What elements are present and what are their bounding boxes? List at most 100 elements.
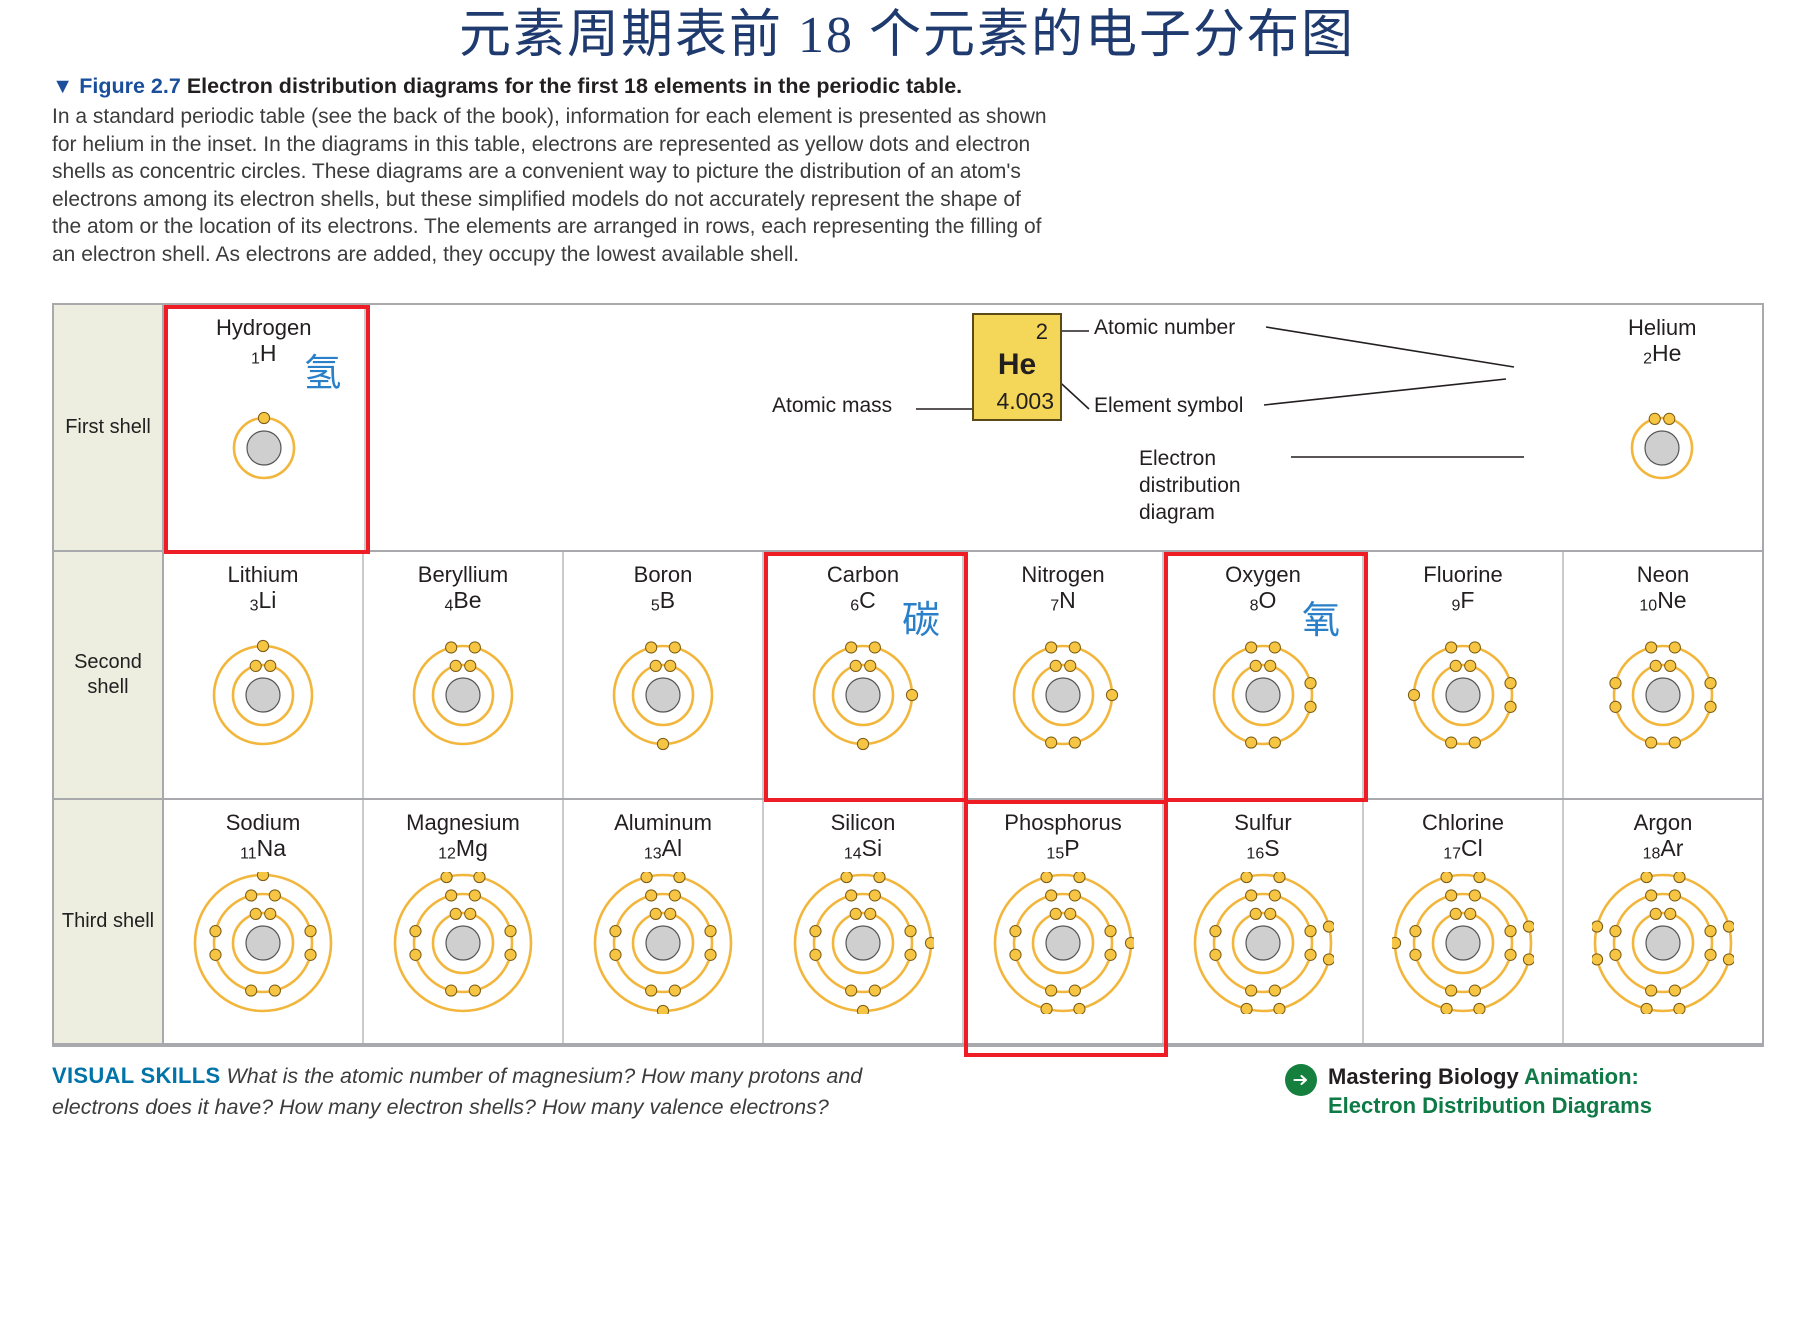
element-cell-boron[interactable]: Boron 5B [564, 552, 764, 798]
element-atomic-number: 12 [438, 845, 456, 863]
element-name: Sulfur [1234, 810, 1292, 835]
element-name: Boron [633, 562, 693, 587]
atom-diagram-wrapper [992, 868, 1138, 1019]
element-name: Beryllium [417, 562, 509, 587]
figure-headline: ▼ Figure 2.7 Electron distribution diagr… [52, 72, 1052, 100]
element-symbol: 15P [1046, 835, 1079, 868]
element-atomic-number: 2 [1643, 350, 1652, 368]
element-symbol-text: Ar [1660, 835, 1684, 861]
electron-shell-diagram [1193, 870, 1336, 1015]
element-symbol-text: Li [258, 587, 277, 613]
element-symbol-text: C [859, 587, 876, 613]
element-symbol-text: S [1264, 835, 1280, 861]
element-name: Sodium [225, 810, 301, 835]
electron-shell-diagram [793, 870, 938, 1017]
mastering-biology-topic: Electron Distribution Diagrams [1328, 1093, 1652, 1118]
electron-shell-diagram [1407, 640, 1517, 749]
electron-shell-diagram [1212, 640, 1317, 749]
figure-body-text: In a standard periodic table (see the ba… [52, 105, 1047, 266]
element-name: Nitrogen [1021, 562, 1105, 587]
element-symbol-text: Mg [455, 835, 488, 861]
element-symbol-text: F [1460, 587, 1475, 613]
mastering-biology-block[interactable]: Mastering Biology Animation: Electron Di… [1285, 1062, 1652, 1120]
element-atomic-number: 9 [1451, 597, 1461, 615]
electron-shell-diagram [593, 870, 733, 1017]
page-title: 元素周期表前 18 个元素的电子分布图 [458, 7, 1355, 64]
electron-shell-diagram [993, 870, 1138, 1015]
electron-shell-diagram [212, 639, 314, 745]
element-name: Silicon [830, 810, 896, 835]
arrow-right-icon [1285, 1064, 1317, 1096]
element-symbol: 6C [850, 587, 876, 620]
row-label-first-shell: First shell [54, 305, 164, 550]
element-atomic-number: 1 [250, 350, 260, 368]
element-symbol: 3Li [250, 587, 277, 620]
chinese-annotation-oxygen: 氧 [1301, 600, 1340, 642]
electron-shell-diagram [232, 411, 296, 479]
element-symbol-text: He [1652, 340, 1682, 366]
element-symbol: 2He [1643, 340, 1681, 373]
visual-skills-block: VISUAL SKILLS What is the atomic number … [52, 1060, 892, 1123]
element-symbol-text: N [1059, 587, 1076, 613]
atom-diagram-wrapper [1192, 868, 1336, 1019]
element-atomic-number: 18 [1642, 845, 1661, 863]
element-name: Argon [1633, 810, 1693, 835]
element-cell-neon[interactable]: Neon 10Ne [1564, 552, 1762, 798]
mastering-biology-brand: Mastering Biology [1328, 1064, 1519, 1089]
element-name: Aluminum [614, 810, 712, 835]
element-symbol: 11Na [240, 835, 286, 868]
electron-shell-diagram [393, 870, 533, 1012]
figure-number: Figure 2.7 [79, 74, 181, 98]
element-symbol: 13Al [644, 835, 682, 868]
atom-diagram-wrapper [1590, 868, 1736, 1019]
atom-diagram-wrapper [992, 620, 1134, 771]
electron-shell-diagram [1012, 640, 1119, 749]
atom-diagram-wrapper [392, 620, 534, 771]
row-label-third-shell: Third shell [54, 800, 164, 1043]
element-name: Lithium [227, 562, 299, 587]
element-name: Hydrogen [216, 315, 312, 340]
element-symbol-text: Ne [1657, 587, 1687, 613]
element-name: Helium [1628, 315, 1697, 340]
chinese-annotation-hydrogen: 氢 [303, 353, 342, 395]
element-name: Oxygen [1225, 562, 1301, 587]
element-symbol: 12Mg [438, 835, 488, 868]
element-atomic-number: 5 [650, 597, 660, 615]
element-symbol: 9F [1452, 587, 1475, 620]
element-name: Neon [1636, 562, 1690, 587]
visual-skills-tag: VISUAL SKILLS [52, 1063, 221, 1088]
inset-area [366, 305, 1563, 550]
atom-diagram-wrapper [592, 868, 734, 1019]
element-symbol-text: B [659, 587, 676, 613]
element-symbol: 17Cl [1443, 835, 1483, 868]
element-symbol: 14Si [844, 835, 882, 868]
electron-shell-diagram [412, 640, 514, 745]
atom-diagram-wrapper [592, 620, 734, 771]
atom-diagram-wrapper [392, 868, 534, 1019]
electron-shell-diagram [1609, 640, 1717, 749]
element-cell-sulfur[interactable]: Sulfur 16S [1164, 800, 1364, 1043]
element-atomic-number: 10 [1639, 597, 1658, 615]
element-symbol: 1H [251, 340, 277, 373]
element-symbol: 4Be [444, 587, 481, 620]
element-cell-argon[interactable]: Argon 18Ar [1564, 800, 1762, 1043]
atom-diagram-wrapper [792, 620, 934, 771]
element-atomic-number: 16 [1246, 845, 1265, 863]
